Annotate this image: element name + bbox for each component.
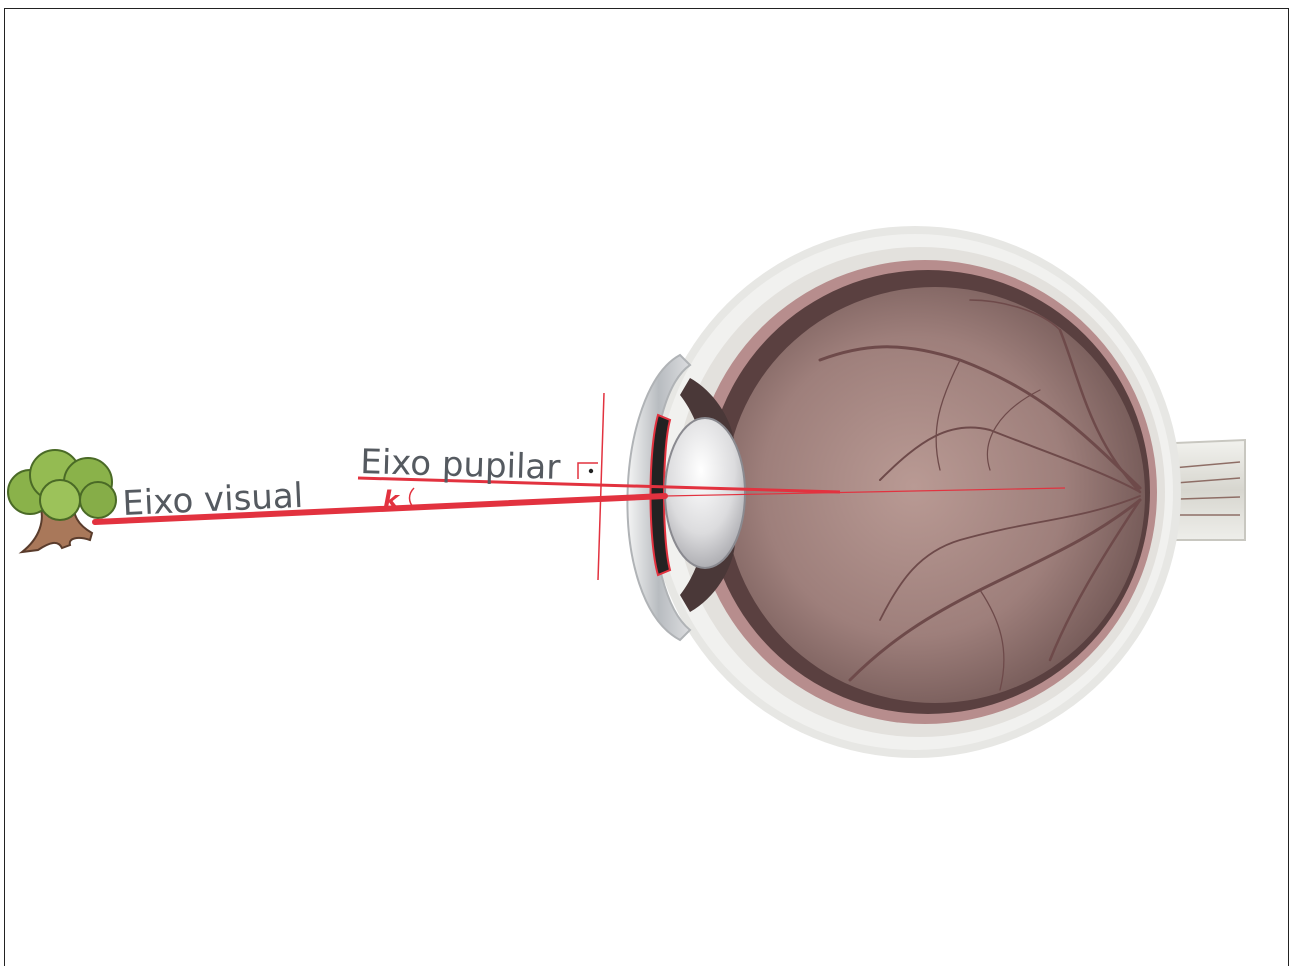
- vitreous-body: [725, 287, 1145, 703]
- angle-k-label: k: [383, 486, 401, 514]
- pupillary-axis-label: Eixo pupilar: [360, 442, 561, 488]
- visual-axis-label: Eixo visual: [122, 476, 304, 524]
- right-angle-marker-icon: [578, 463, 598, 479]
- tree-icon: [8, 450, 116, 552]
- lens: [665, 418, 745, 568]
